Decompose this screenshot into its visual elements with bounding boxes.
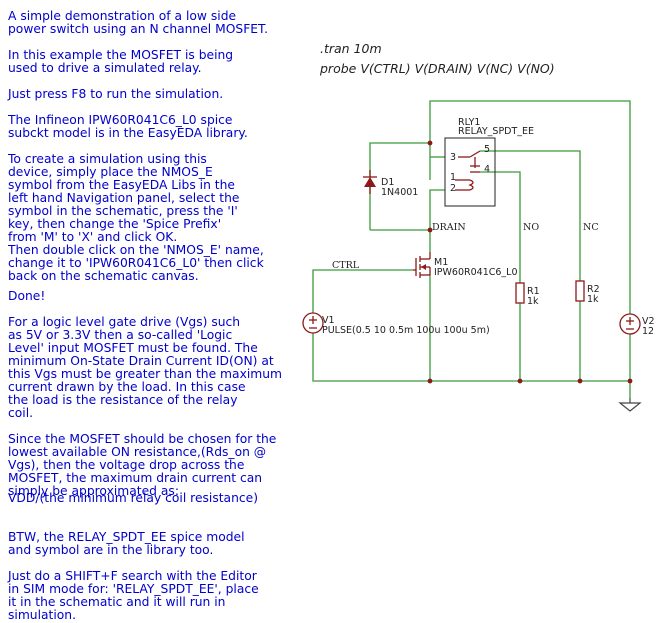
v1-value: PULSE(0.5 10 0.5m 100u 100u 5m)	[322, 325, 490, 336]
r2-ref: R2	[587, 284, 600, 295]
mosfet-ref: M1	[434, 257, 448, 268]
relay-pin-label: 4	[484, 164, 490, 175]
relay-pin-label: 3	[450, 152, 456, 163]
note-run: Just press F8 to run the simulation.	[8, 87, 224, 101]
wires	[312, 100, 631, 398]
mosfet-value: IPW60R041C6_L0	[434, 267, 518, 278]
resistor-r1[interactable]: R1 1k	[515, 282, 540, 307]
relay-value: RELAY_SPDT_EE	[458, 126, 534, 137]
relay-pin-label: 2	[450, 183, 456, 194]
note-model: The Infineon IPW60R041C6_L0 spice subckt…	[8, 113, 248, 140]
r1-value: 1k	[527, 296, 539, 307]
net-label-ctrl: CTRL	[332, 260, 360, 271]
net-label-nc: NC	[583, 222, 599, 233]
r2-value: 1k	[587, 294, 599, 305]
note-create: To create a simulation using this device…	[8, 152, 240, 244]
relay-rly1[interactable]: 1 2 3 4 5 RLY1 RELAY_SPDT_EE	[444, 117, 534, 207]
diode-value: 1N4001	[381, 187, 418, 198]
voltage-source-v2[interactable]: V2 12	[619, 313, 655, 337]
voltage-source-v1[interactable]: V1 PULSE(0.5 10 0.5m 100u 100u 5m)	[302, 312, 490, 336]
note-intro: A simple demonstration of a low side pow…	[8, 9, 269, 36]
note-rename: Then double click on the 'NMOS_E' name, …	[8, 243, 264, 283]
resistor-r2[interactable]: R2 1k	[575, 280, 600, 305]
diode-d1[interactable]: D1 1N4001	[363, 170, 418, 198]
relay-ref: RLY1	[458, 117, 480, 128]
v2-ref: V2	[642, 316, 655, 327]
note-search: Just do a SHIFT+F search with the Editor…	[8, 569, 259, 622]
note-rds-on: Since the MOSFET should be chosen for th…	[8, 432, 277, 498]
v2-value: 12	[642, 326, 654, 337]
ground-symbol	[618, 398, 642, 412]
note-logic-level: For a logic level gate drive (Vgs) such …	[8, 315, 283, 420]
net-label-drain: DRAIN	[432, 222, 466, 233]
diode-ref: D1	[381, 177, 394, 188]
relay-pin-label: 5	[484, 144, 490, 155]
probe-command: probe V(CTRL) V(DRAIN) V(NC) V(NO)	[320, 61, 555, 76]
note-relay: In this example the MOSFET is being used…	[8, 48, 234, 75]
note-btw: BTW, the RELAY_SPDT_EE spice model and s…	[8, 530, 245, 557]
note-formula: VDD/(the minimum relay coil resistance)	[8, 491, 259, 505]
v1-ref: V1	[322, 315, 335, 326]
junctions	[427, 140, 633, 384]
tran-command: .tran 10m	[320, 41, 382, 56]
mosfet-m1[interactable]: M1 IPW60R041C6_L0	[413, 252, 518, 278]
relay-pin-label: 1	[450, 172, 456, 183]
net-label-no: NO	[523, 222, 539, 233]
note-done: Done!	[8, 289, 46, 303]
r1-ref: R1	[527, 286, 540, 297]
